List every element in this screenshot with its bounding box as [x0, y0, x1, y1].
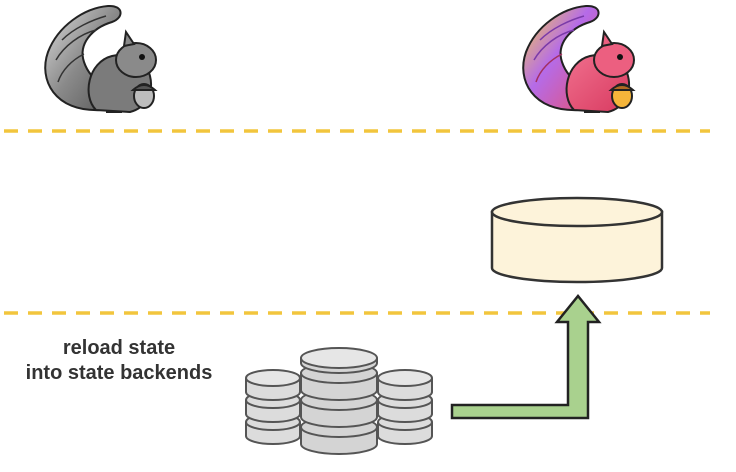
caption-line-2: into state backends	[25, 362, 213, 384]
squirrel-mascot-color-icon	[522, 4, 636, 114]
up-arrow-icon	[450, 294, 602, 420]
database-center-icon	[300, 347, 378, 455]
squirrel-mascot-gray-icon	[44, 4, 158, 114]
state-backend-cylinder-icon	[490, 196, 664, 284]
caption-line-1: reload state	[62, 337, 176, 359]
database-left-icon	[245, 369, 301, 445]
database-stack-icon	[245, 347, 433, 455]
reload-state-caption: reload state into state backends	[6, 336, 232, 386]
database-right-icon	[377, 369, 433, 445]
